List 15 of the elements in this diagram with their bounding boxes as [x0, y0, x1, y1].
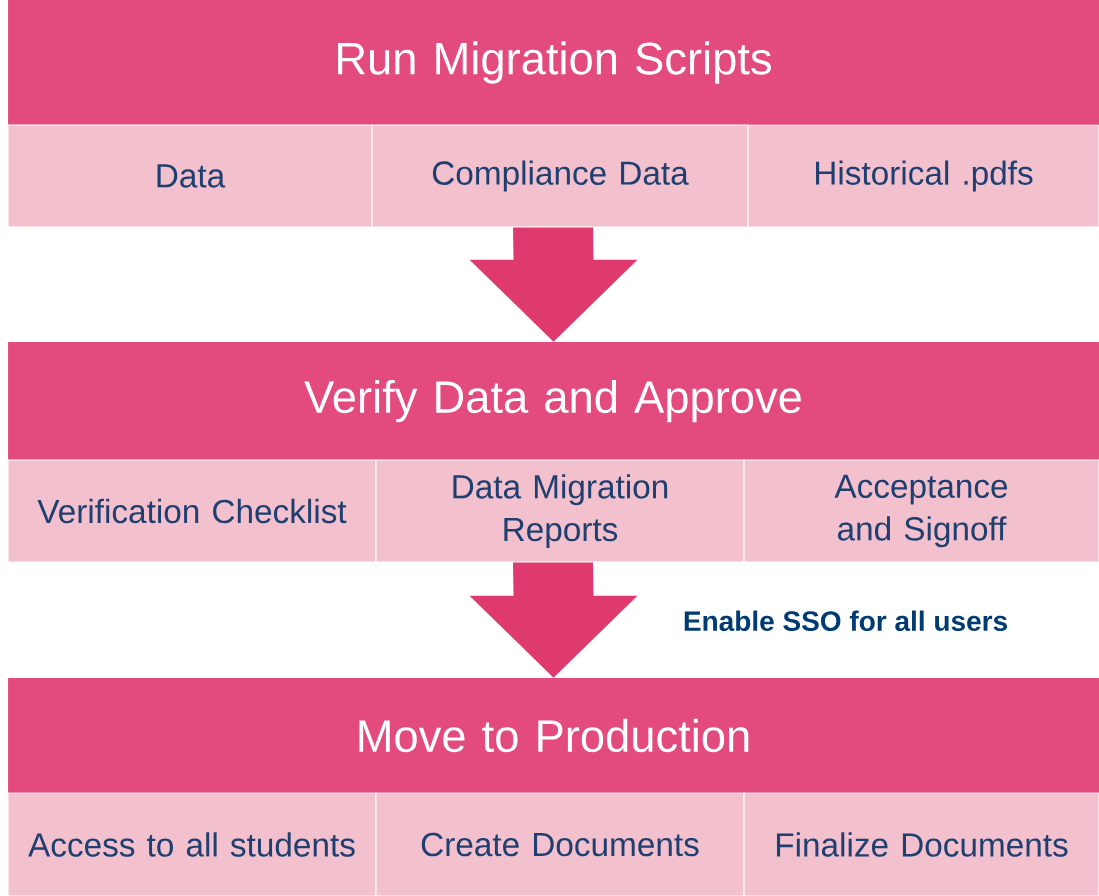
- content-box: Compliance Data: [371, 124, 749, 228]
- content-box: Data Migration Reports: [375, 459, 745, 563]
- content-box: Verification Checklist: [7, 459, 377, 563]
- edge-label: Enable SSO for all users: [684, 610, 1007, 632]
- content-box: Historical .pdfs: [747, 124, 1099, 228]
- header-band: Move to Production: [8, 678, 1099, 793]
- content-box: Finalize Documents: [743, 792, 1099, 896]
- content-box: Acceptance and Signoff: [743, 459, 1099, 563]
- header-band: Run Migration Scripts: [8, 0, 1099, 126]
- content-box: Data: [7, 124, 373, 228]
- arrow: [469, 562, 638, 678]
- content-box: Create Documents: [375, 792, 745, 896]
- content-box: Access to all students: [7, 792, 377, 896]
- arrow: [469, 227, 638, 342]
- header-band: Verify Data and Approve: [8, 342, 1099, 460]
